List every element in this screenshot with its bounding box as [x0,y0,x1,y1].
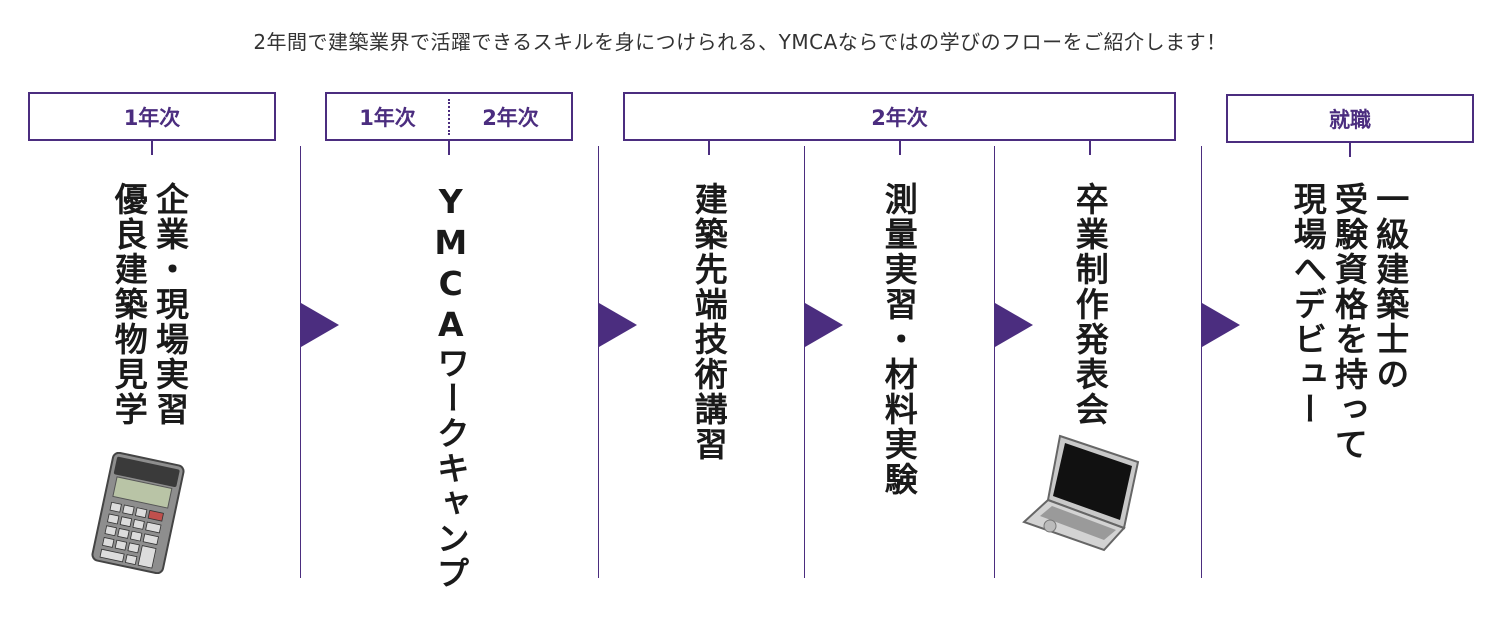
step-graduation: 卒業制作発表会 [1069,182,1110,427]
phase-year1-label: 1年次 [123,105,181,130]
phase-year2-box: 2年次 [623,92,1176,141]
dotted-divider [448,98,450,135]
tick [448,141,450,155]
separator-line [1201,146,1202,578]
separator-line [804,146,805,578]
step-internship: 企業・現場実習 優良建築物見学 [108,182,191,427]
tick [708,141,710,155]
step-workcamp-line: YMCAワークキャンプ [431,182,471,591]
step-internship-line2: 優良建築物見学 [109,182,149,427]
step-workcamp: YMCAワークキャンプ [430,182,471,591]
phase-year2b-label: 2年次 [482,105,539,130]
arrow-right-icon [301,303,339,347]
tick [1089,141,1091,155]
phase-year2-label: 2年次 [871,105,928,130]
tick [1349,143,1351,157]
step-graduation-line: 卒業制作発表会 [1070,182,1110,427]
step-debut-line2: 受験資格を持って [1329,182,1369,462]
phase-job-label: 就職 [1329,107,1371,132]
step-tech-course: 建築先端技術講習 [688,182,729,462]
step-internship-line1: 企業・現場実習 [150,182,190,427]
laptop-icon [1022,434,1140,552]
calculator-icon [91,452,185,574]
step-tech-course-line: 建築先端技術講習 [689,182,729,462]
step-survey-line: 測量実習・材料実験 [879,182,919,497]
step-debut-line3: 現場へデビュー [1288,182,1328,427]
separator-line [994,146,995,578]
phase-year1-2-box: 1年次 2年次 [325,92,573,141]
phase-job-box: 就職 [1226,94,1474,143]
arrow-right-icon [995,303,1033,347]
separator-line [598,146,599,578]
intro-text: 2年間で建築業界で活躍できるスキルを身につけられる、YMCAならではの学びのフロ… [253,30,1227,54]
step-debut: 一級建築士の 受験資格を持って 現場へデビュー [1287,182,1411,462]
step-debut-line1: 一級建築士の [1370,182,1410,392]
tick [899,141,901,155]
arrow-right-icon [805,303,843,347]
phase-year1-box: 1年次 [28,92,276,141]
separator-line [300,146,301,578]
arrow-right-icon [599,303,637,347]
step-survey: 測量実習・材料実験 [878,182,919,497]
tick [151,141,153,155]
phase-year1b-label: 1年次 [359,105,416,130]
arrow-right-icon [1202,303,1240,347]
